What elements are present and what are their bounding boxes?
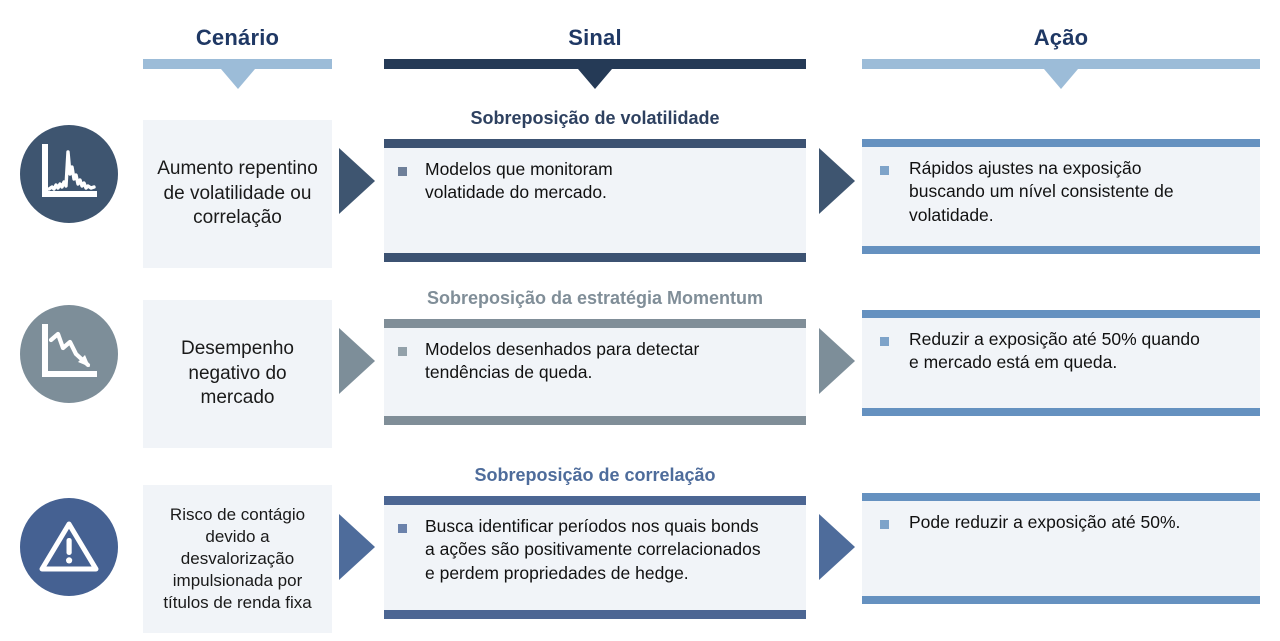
signal-panel: Modelos que monitoram volatidade do merc…: [384, 139, 806, 262]
flow-arrow-signal-to-action-icon: [819, 148, 855, 214]
scenario-box: Aumento repentino de volatilidade ou cor…: [143, 120, 332, 268]
signal-cell: Sobreposição de volatilidade Modelos que…: [384, 106, 806, 262]
bullet-square-icon: [398, 524, 407, 533]
panel-edge-top: [862, 139, 1260, 147]
bar-fill: [143, 59, 332, 69]
action-text: Pode reduzir a exposição até 50%.: [909, 512, 1181, 532]
action-panel: Rápidos ajustes na exposição buscando um…: [862, 139, 1260, 254]
signal-title: Sobreposição de correlação: [474, 465, 716, 485]
panel-edge-bottom: [384, 416, 806, 425]
bar-fill: [384, 59, 806, 69]
flow-arrow-scenario-to-signal-icon: [339, 328, 375, 394]
panel-body: Pode reduzir a exposição até 50%.: [862, 493, 1260, 604]
panel-edge-bottom: [862, 408, 1260, 416]
signal-panel: Busca identificar períodos nos quais bon…: [384, 496, 806, 619]
column-header-sinal: Sinal: [384, 0, 806, 89]
column-header-cenario-bar: [143, 59, 332, 89]
scenario-box: Desempenho negativo do mercado: [143, 300, 332, 448]
column-header-cenario: Cenário: [143, 0, 332, 89]
panel-edge-top: [384, 496, 806, 505]
panel-body: Modelos desenhados para detectar tendênc…: [384, 319, 806, 425]
bar-notch-triangle-icon: [578, 69, 612, 89]
column-header-cenario-label: Cenário: [195, 25, 280, 50]
declining-trend-chart-icon: [20, 305, 118, 403]
panel-body: Busca identificar períodos nos quais bon…: [384, 496, 806, 619]
bullet-square-icon: [398, 167, 407, 176]
diagram-row: Risco de contágio devido a desvalorizaçã…: [0, 452, 1280, 641]
bullet-square-icon: [398, 347, 407, 356]
panel-body: Modelos que monitoram volatidade do merc…: [384, 139, 806, 262]
action-cell: Reduzir a exposição até 50% quando e mer…: [862, 310, 1260, 416]
column-header-sinal-label: Sinal: [568, 25, 622, 50]
panel-edge-top: [384, 319, 806, 328]
bullet-square-icon: [880, 166, 889, 175]
panel-edge-top: [384, 139, 806, 148]
panel-edge-bottom: [862, 596, 1260, 604]
column-header-acao-label: Ação: [1033, 25, 1089, 50]
bullet-square-icon: [880, 520, 889, 529]
column-headers: Cenário Sinal Ação: [0, 0, 1280, 92]
panel-edge-bottom: [384, 610, 806, 619]
flow-arrow-scenario-to-signal-icon: [339, 514, 375, 580]
panel-edge-bottom: [384, 253, 806, 262]
action-text: Reduzir a exposição até 50% quando e mer…: [909, 329, 1200, 373]
panel-body: Reduzir a exposição até 50% quando e mer…: [862, 310, 1260, 416]
signal-text: Modelos desenhados para detectar tendênc…: [425, 339, 700, 383]
action-panel: Reduzir a exposição até 50% quando e mer…: [862, 310, 1260, 416]
signal-title: Sobreposição de volatilidade: [470, 108, 720, 128]
bullet-square-icon: [880, 337, 889, 346]
signal-text: Busca identificar períodos nos quais bon…: [425, 516, 761, 583]
panel-body: Rápidos ajustes na exposição buscando um…: [862, 139, 1260, 254]
signal-title: Sobreposição da estratégia Momentum: [426, 288, 764, 308]
diagram-row: Aumento repentino de volatilidade ou cor…: [0, 92, 1280, 272]
bar-notch-triangle-icon: [1044, 69, 1078, 89]
bar-notch-triangle-icon: [220, 69, 255, 89]
warning-triangle-icon: [20, 498, 118, 596]
signal-text: Modelos que monitoram volatidade do merc…: [425, 159, 613, 203]
action-text: Rápidos ajustes na exposição buscando um…: [909, 158, 1174, 225]
signal-panel: Modelos desenhados para detectar tendênc…: [384, 319, 806, 425]
action-panel: Pode reduzir a exposição até 50%.: [862, 493, 1260, 604]
diagram-row: Desempenho negativo do mercado Sobreposi…: [0, 272, 1280, 452]
column-header-sinal-bar: [384, 59, 806, 89]
flow-arrow-signal-to-action-icon: [819, 514, 855, 580]
panel-edge-top: [862, 493, 1260, 501]
flow-arrow-signal-to-action-icon: [819, 328, 855, 394]
action-cell: Rápidos ajustes na exposição buscando um…: [862, 139, 1260, 254]
action-cell: Pode reduzir a exposição até 50%.: [862, 493, 1260, 604]
volatility-spike-chart-icon: [20, 125, 118, 223]
scenario-box: Risco de contágio devido a desvalorizaçã…: [143, 485, 332, 633]
column-header-acao: Ação: [862, 0, 1260, 89]
signal-cell: Sobreposição de correlação Busca identif…: [384, 463, 806, 619]
signal-cell: Sobreposição da estratégia Momentum Mode…: [384, 286, 806, 425]
column-header-acao-bar: [862, 59, 1260, 89]
bar-fill: [862, 59, 1260, 69]
panel-edge-bottom: [862, 246, 1260, 254]
flow-arrow-scenario-to-signal-icon: [339, 148, 375, 214]
panel-edge-top: [862, 310, 1260, 318]
